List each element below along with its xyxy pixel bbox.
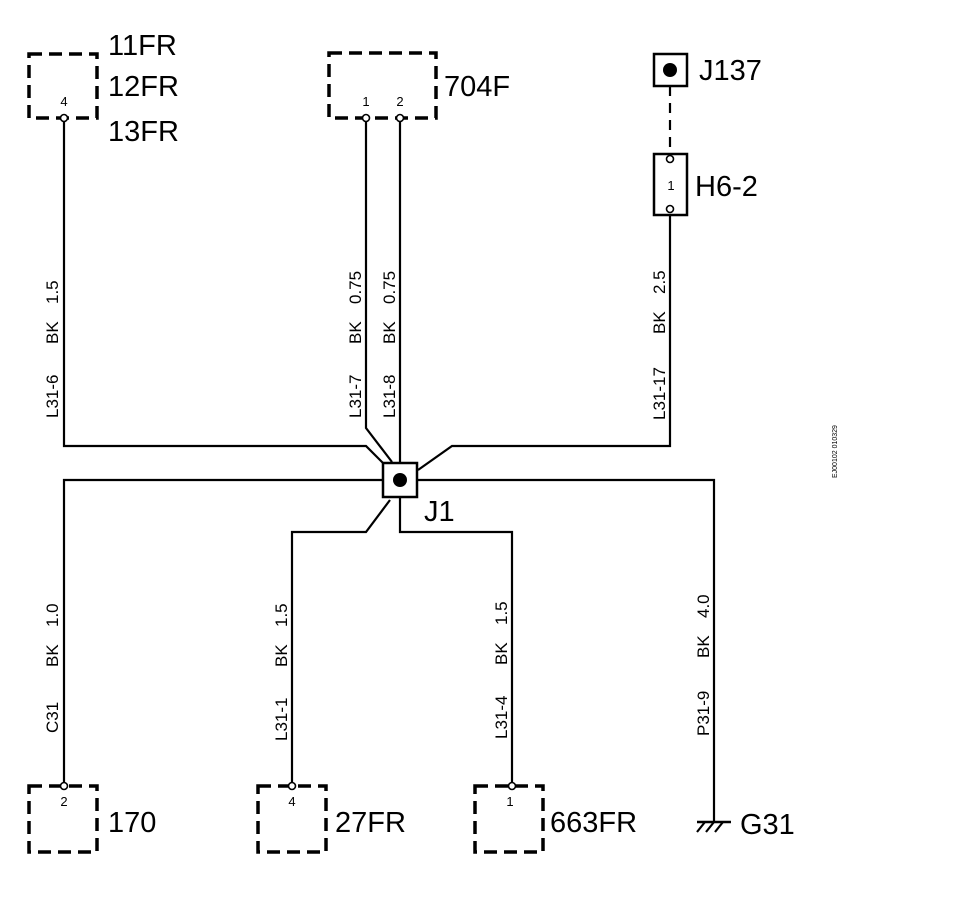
- connector-h6-2: 1 H6-2: [652, 152, 758, 217]
- ground-g31-label: G31: [740, 809, 795, 841]
- wire-l31-8-size: 0.75: [380, 271, 399, 304]
- wire-p31-9: [416, 478, 716, 822]
- connector-704f-pin-dot-2: [395, 113, 405, 123]
- connector-fr-group-pin: 4: [60, 94, 67, 109]
- wire-l31-1-color: BK: [272, 644, 291, 667]
- wire-l31-17-size: 2.5: [650, 270, 669, 294]
- wire-l31-17-color: BK: [650, 311, 669, 334]
- figure-id: EJ00102 010329: [832, 425, 839, 478]
- connector-704f: 1 2 704F: [327, 51, 510, 123]
- connector-27fr-box: [256, 784, 328, 854]
- splice-j1-label: J1: [424, 496, 455, 528]
- connector-170-box: [27, 784, 99, 854]
- connector-170-pin: 2: [60, 794, 67, 809]
- connector-704f-pin-dot-1: [361, 113, 371, 123]
- connector-fr-group-label-1: 11FR: [108, 30, 177, 62]
- connector-704f-pin-2: 2: [396, 94, 403, 109]
- connector-h6-2-label: H6-2: [695, 171, 758, 203]
- connector-704f-label: 704F: [444, 71, 510, 103]
- wire-l31-7-size: 0.75: [346, 271, 365, 304]
- wires: [62, 86, 716, 822]
- connector-27fr-pin: 4: [288, 794, 295, 809]
- connector-27fr: 4 27FR: [256, 781, 406, 854]
- connector-663fr-pin: 1: [506, 794, 513, 809]
- wire-l31-17: [417, 212, 672, 471]
- wire-l31-6: [62, 118, 391, 471]
- wire-l31-4-circuit: L31-4: [492, 696, 511, 739]
- wire-c31: [62, 478, 384, 786]
- connector-704f-pin-1: 1: [362, 94, 369, 109]
- connector-27fr-pin-dot: [287, 781, 297, 791]
- ground-icon: [696, 820, 731, 833]
- connector-663fr-label: 663FR: [550, 807, 637, 839]
- wire-l31-4: [398, 498, 514, 786]
- wire-l31-7-color: BK: [346, 321, 365, 344]
- splice-j1: J1: [381, 461, 455, 528]
- wire-l31-17-circuit: L31-17: [650, 367, 669, 420]
- wire-l31-4-color: BK: [492, 642, 511, 665]
- connector-663fr-pin-dot: [507, 781, 517, 791]
- connector-fr-group: 4 11FR 12FR 13FR: [27, 30, 179, 148]
- connector-h6-2-bottom-dot: [665, 204, 675, 214]
- connector-fr-group-pin-dot: [59, 113, 69, 123]
- connector-663fr-box: [473, 784, 545, 854]
- wire-l31-1-size: 1.5: [272, 603, 291, 627]
- connector-704f-box: [327, 51, 438, 120]
- connector-h6-2-pin: 1: [667, 178, 674, 193]
- connector-j137: J137: [652, 52, 762, 88]
- wire-l31-8-circuit: L31-8: [380, 375, 399, 418]
- connector-170-pin-dot: [59, 781, 69, 791]
- connector-j137-dot: [663, 63, 677, 77]
- wire-p31-9-color: BK: [694, 635, 713, 658]
- wire-l31-8-color: BK: [380, 321, 399, 344]
- connector-27fr-label: 27FR: [335, 807, 406, 839]
- wire-l31-6-circuit: L31-6: [43, 375, 62, 418]
- connector-170: 2 170: [27, 781, 156, 854]
- splice-j1-dot: [393, 473, 407, 487]
- wire-c31-color: BK: [43, 644, 62, 667]
- wire-labels: L31-6 BK 1.5 L31-7 BK 0.75 L31-8 BK 0.75…: [43, 270, 713, 741]
- connector-663fr: 1 663FR: [473, 781, 637, 854]
- wire-l31-7-circuit: L31-7: [346, 375, 365, 418]
- wire-c31-circuit: C31: [43, 702, 62, 733]
- wire-l31-6-color: BK: [43, 321, 62, 344]
- wire-l31-4-size: 1.5: [492, 601, 511, 625]
- wire-l31-1-circuit: L31-1: [272, 698, 291, 741]
- connector-h6-2-top-dot: [665, 154, 675, 164]
- connector-fr-group-label-3: 13FR: [108, 116, 179, 148]
- ground-g31: G31: [696, 809, 795, 841]
- wire-p31-9-size: 4.0: [694, 594, 713, 618]
- connector-fr-group-label-2: 12FR: [108, 71, 179, 103]
- wire-c31-size: 1.0: [43, 603, 62, 627]
- connector-fr-group-box: [27, 52, 99, 120]
- connector-j137-label: J137: [699, 55, 762, 87]
- wire-l31-1: [290, 499, 391, 786]
- connector-170-label: 170: [108, 807, 156, 839]
- wire-l31-6-size: 1.5: [43, 280, 62, 304]
- wire-p31-9-circuit: P31-9: [694, 691, 713, 736]
- wire-l31-7: [364, 118, 393, 463]
